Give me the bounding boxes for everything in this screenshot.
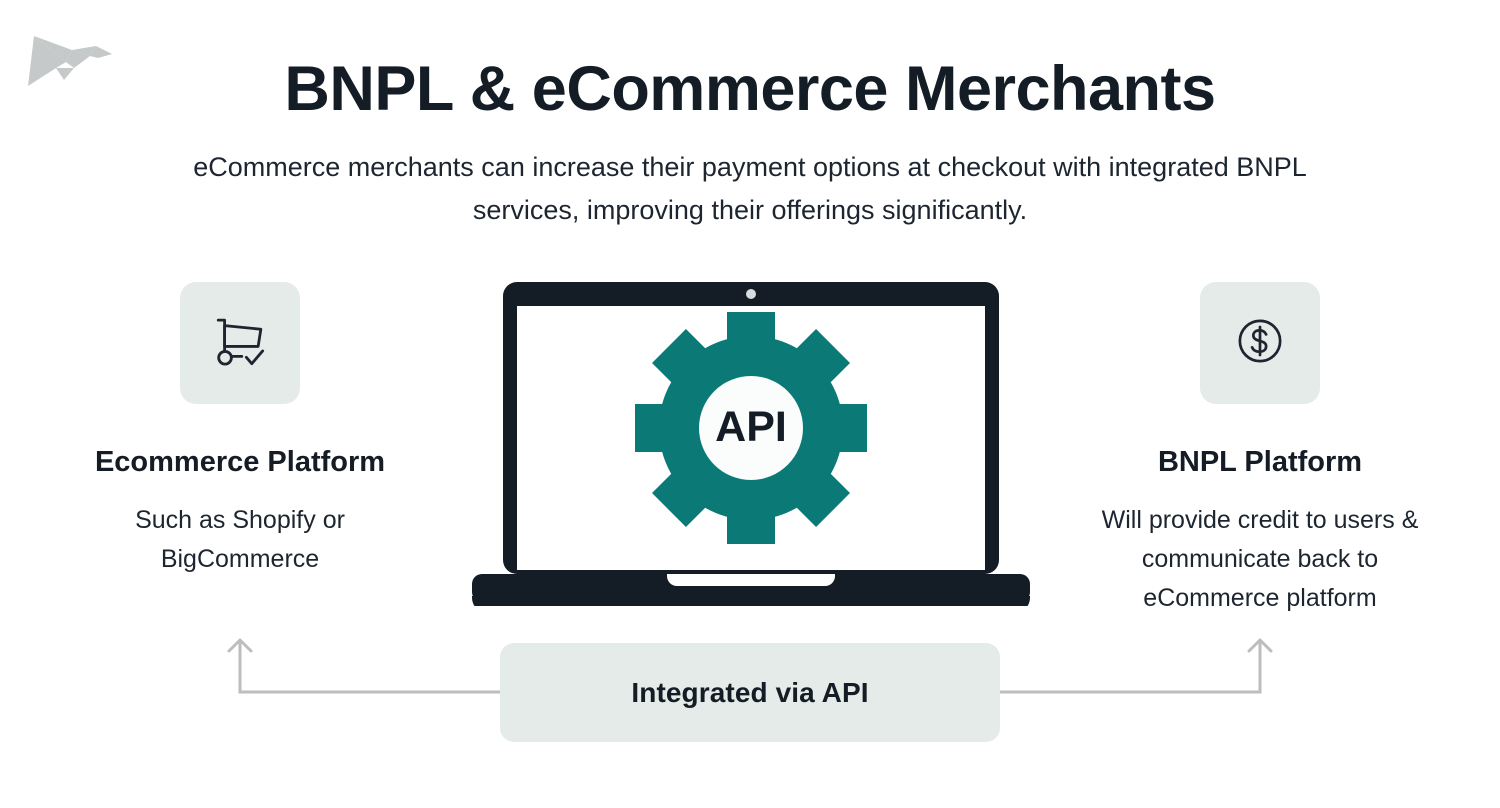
gear-icon: API <box>635 312 867 544</box>
ecommerce-platform-description: Such as Shopify or BigCommerce <box>135 506 345 573</box>
laptop-icon: API <box>470 278 1032 612</box>
bnpl-platform-description: Will provide credit to users & communica… <box>1101 506 1419 612</box>
ecommerce-icon-tile <box>180 282 300 404</box>
page-title: BNPL & eCommerce Merchants <box>284 54 1216 124</box>
webcam-dot-icon <box>746 289 756 299</box>
bnpl-platform-title: BNPL Platform <box>1157 446 1363 478</box>
ecommerce-platform-column: Ecommerce Platform Such as Shopify or Bi… <box>60 282 420 579</box>
arrow-up-icon-right <box>1247 638 1273 653</box>
page-subtitle: eCommerce merchants can increase their p… <box>193 152 1307 225</box>
integrated-via-api-label: Integrated via API <box>631 676 869 708</box>
right-connector-line <box>1000 640 1262 694</box>
gear-api-label: API <box>715 403 787 451</box>
connector-arrows <box>0 600 1500 760</box>
left-connector-line <box>238 640 500 694</box>
shopping-cart-check-icon <box>211 312 269 375</box>
integrated-via-api-badge: Integrated via API <box>500 643 1000 742</box>
origami-bird-logo-icon <box>26 24 118 96</box>
arrow-up-icon-left <box>227 638 253 653</box>
dollar-circle-icon <box>1232 313 1288 374</box>
bnpl-platform-column: BNPL Platform Will provide credit to use… <box>1080 282 1440 618</box>
ecommerce-platform-title: Ecommerce Platform <box>94 446 386 478</box>
bnpl-icon-tile <box>1200 282 1320 404</box>
